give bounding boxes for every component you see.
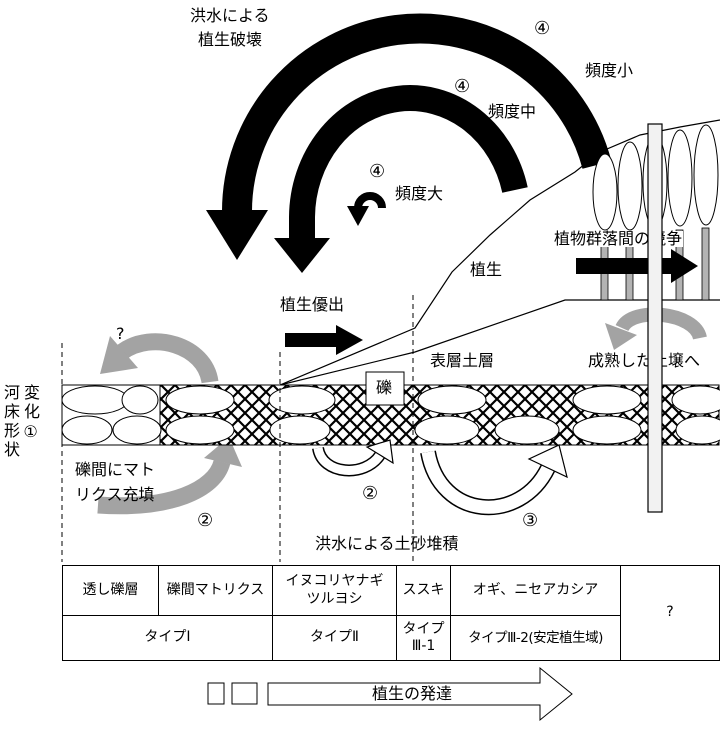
cell-type-3-2: タイプⅢ-2(安定植生域) xyxy=(450,615,621,661)
gravel-stone xyxy=(269,415,331,445)
gravel-stone xyxy=(61,415,113,445)
cell-unknown: ? xyxy=(620,565,720,661)
cell-type-3-1-line1: タイプ xyxy=(402,620,445,637)
gravel-stone xyxy=(675,415,720,445)
gravel-stone xyxy=(112,415,162,445)
competition-label: 植物群落間の競争 xyxy=(553,229,684,248)
unknown-question-mark: ? xyxy=(116,324,125,343)
frequency-low-label: 頻度小 xyxy=(585,61,634,80)
sediment-arrow-large-head xyxy=(527,444,568,479)
tree-crown xyxy=(667,129,693,227)
gravel-stone xyxy=(572,415,642,445)
gravel-stone xyxy=(61,385,129,415)
vegetation-label: 植生 xyxy=(470,260,503,279)
type-row: タイプⅠ タイプⅡ タイプ Ⅲ-1 タイプⅢ-2(安定植生域) xyxy=(62,615,720,661)
gravel-stone xyxy=(572,385,642,415)
cell-type-3-1: タイプ Ⅲ-1 xyxy=(396,615,451,661)
gravel-stone xyxy=(165,415,235,445)
flood-arcs xyxy=(206,13,612,273)
tree-crown xyxy=(693,124,719,226)
frequency-high-label: 頻度大 xyxy=(395,184,444,203)
sediment-arrow-small-fill xyxy=(313,446,384,475)
gray-fill-arrow-bottom-left-head xyxy=(204,437,242,467)
vegetation-row: 透し礫層 礫間マトリクス イヌコリヤナギ ツルヨシ ススキ オギ、ニセアカシア … xyxy=(62,565,720,661)
small-box-right xyxy=(231,682,258,705)
cell-willow-text: イヌコリヤナギ xyxy=(285,573,384,589)
cell-type-2: タイプⅡ xyxy=(272,615,397,661)
frequency-mid-label: 頻度中 xyxy=(488,102,537,121)
step-2-marker-center: ② xyxy=(362,483,379,504)
tree-crown xyxy=(592,153,618,231)
gravel-label: 礫 xyxy=(376,378,393,397)
cell-willow-reed: イヌコリヤナギ ツルヨシ xyxy=(272,565,397,616)
gravel-stone xyxy=(417,385,487,415)
matrix-fill-label-line2: リクス充填 xyxy=(75,485,155,504)
step-4-marker-mid: ④ xyxy=(454,76,471,97)
development-arrow xyxy=(267,666,573,722)
gray-cycle-arrow-top-left xyxy=(116,333,219,384)
flood-destruction-label-line2: 植生破壊 xyxy=(198,30,263,49)
classification-table: 透し礫層 礫間マトリクス イヌコリヤナギ ツルヨシ ススキ オギ、ニセアカシア … xyxy=(62,565,720,661)
cell-type-3-1-line2: Ⅲ-1 xyxy=(411,638,436,654)
sediment-arrow-small-head xyxy=(365,439,394,465)
mature-soil-label: 成熟した土壌へ xyxy=(588,351,701,370)
flood-arc-mid-frequency xyxy=(289,85,528,240)
gray-maturation-arrow-head xyxy=(605,323,637,350)
cell-reed-text: ツルヨシ xyxy=(306,590,363,607)
riverbed-shape-label: 河床形状 xyxy=(1,384,20,460)
gravel-box xyxy=(365,371,405,406)
competition-arrow-shaft xyxy=(576,258,672,274)
cell-type-1: タイプⅠ xyxy=(62,615,273,661)
sediment-arrow-large-fill xyxy=(421,450,554,514)
cell-susuki: ススキ xyxy=(396,565,451,616)
flood-arc-mid-arrowhead xyxy=(274,238,330,273)
vegetation-emergence-arrow-shaft xyxy=(285,333,337,347)
tree-crown xyxy=(642,135,668,229)
gray-cycle-arrow-top-left-head xyxy=(100,336,138,374)
small-box-left xyxy=(207,682,225,705)
gravel-stone xyxy=(414,415,480,445)
flood-arc-low-arrowhead xyxy=(206,210,268,260)
flood-destruction-label-line1: 洪水による xyxy=(190,6,270,25)
gray-fill-arrow-bottom-left xyxy=(97,459,231,515)
flood-arc-high-frequency xyxy=(354,192,386,209)
competition-arrow-head xyxy=(671,249,698,283)
cell-interstitial-matrix: 礫間マトリクス xyxy=(158,565,273,616)
step-4-marker-high: ④ xyxy=(369,161,386,182)
gravel-stone xyxy=(494,415,560,445)
gravel-stone xyxy=(268,385,336,415)
flood-arc-low-frequency xyxy=(221,13,612,213)
soil-top-line xyxy=(279,299,720,386)
flood-deposition-label: 洪水による土砂堆積 xyxy=(315,534,459,553)
cell-ogi-acacia: オギ、ニセアカシア xyxy=(450,565,621,616)
step-4-marker-low: ④ xyxy=(534,18,551,39)
vegetation-emergence-label: 植生優出 xyxy=(280,295,345,314)
matrix-fill-label-line1: 礫間にマト xyxy=(75,460,156,479)
gravel-stone xyxy=(165,385,235,415)
step-3-marker: ③ xyxy=(522,510,539,531)
tree-trunk xyxy=(701,227,710,301)
gravel-stone xyxy=(671,385,720,415)
cell-open-gravel-layer: 透し礫層 xyxy=(62,565,159,616)
surface-soil-label: 表層土層 xyxy=(430,351,495,370)
gravel-stone xyxy=(121,385,159,415)
tree-crown xyxy=(617,141,643,231)
riverbed-layer xyxy=(61,371,720,446)
vegetation-emergence-arrow-head xyxy=(336,325,363,355)
vegetation-development-label: 植生の発達 xyxy=(372,684,453,703)
step-2-marker-left: ② xyxy=(197,510,214,531)
riverbed-change-label: 変化① xyxy=(21,384,40,444)
flood-arc-high-arrowhead xyxy=(347,206,369,226)
gray-maturation-arrow xyxy=(615,307,707,341)
